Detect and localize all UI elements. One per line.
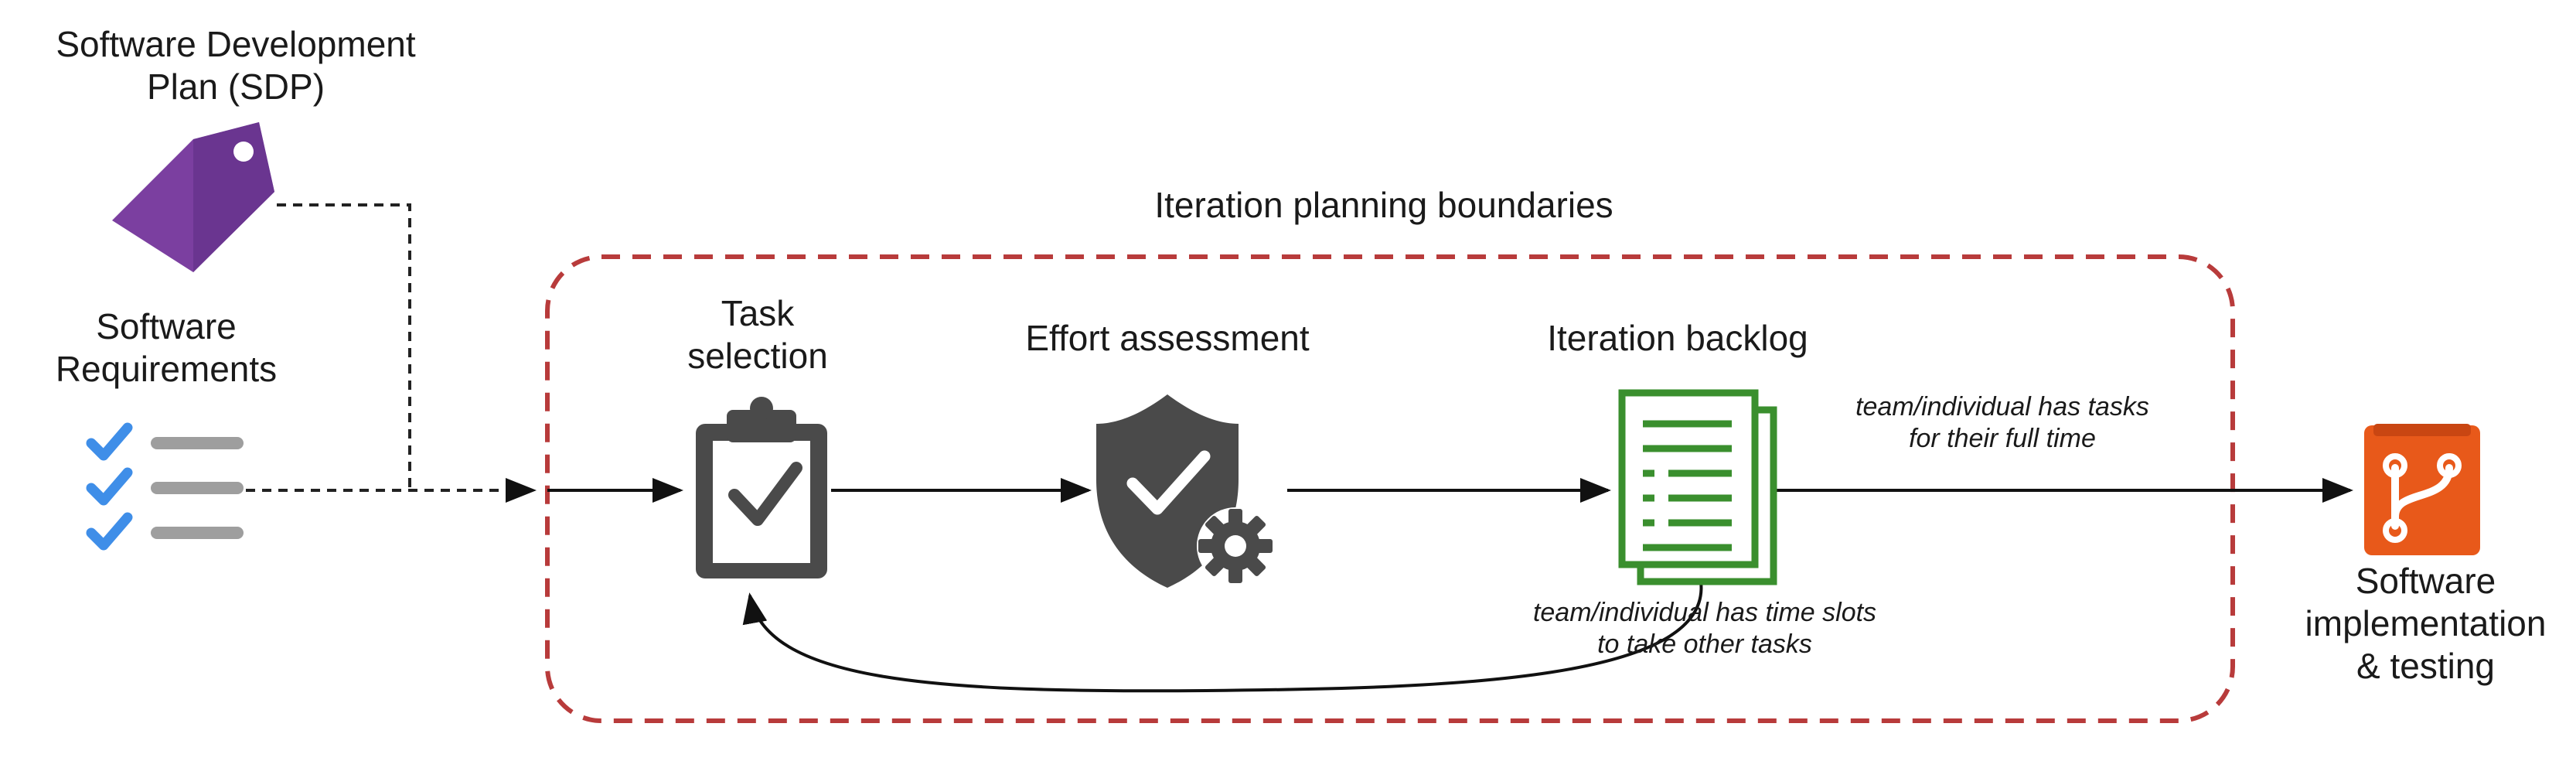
boundary-label: Iteration planning boundaries [1154,185,1613,225]
time-slots-annotation-line2: to take other tasks [1597,629,1812,659]
checklist-icon [86,422,244,551]
iteration-backlog-label: Iteration backlog [1547,318,1808,358]
document-list-icon [1618,389,1777,585]
full-time-annotation-line2: for their full time [1909,423,2096,453]
task-selection-label-line2: selection [687,336,828,377]
implementation-label: Software implementation & testing [2292,560,2559,688]
full-time-annotation-line1: team/individual has tasks [1855,392,2149,421]
sdp-label-line1: Software Development [56,24,416,64]
time-slots-annotation-line1: team/individual has time slots [1532,598,1877,627]
requirements-label-line2: Requirements [55,349,278,390]
time-slots-annotation: team/individual has time slots to take o… [1453,597,1956,660]
sdp-label: Software Development Plan (SDP) [23,23,448,108]
sdp-connector [277,203,411,490]
requirements-label-line1: Software [96,306,237,346]
shield-gear-icon [1096,394,1274,588]
effort-assessment-label: Effort assessment [1025,318,1310,358]
implementation-label-line2: implementation [2305,603,2547,644]
sdp-label-line2: Plan (SDP) [146,67,325,107]
git-branch-icon [2364,424,2480,555]
task-selection-label: Task selection [642,292,874,377]
implementation-label-line3: & testing [2356,646,2495,687]
full-time-annotation: team/individual has tasks for their full… [1778,391,2227,455]
clipboard-check-icon [696,397,827,578]
implementation-label-line1: Software [2355,561,2496,601]
requirements-label: Software Requirements [15,305,317,391]
feedback-arrow [742,581,1703,693]
tag-icon [112,122,274,272]
task-selection-label-line1: Task [721,293,795,333]
